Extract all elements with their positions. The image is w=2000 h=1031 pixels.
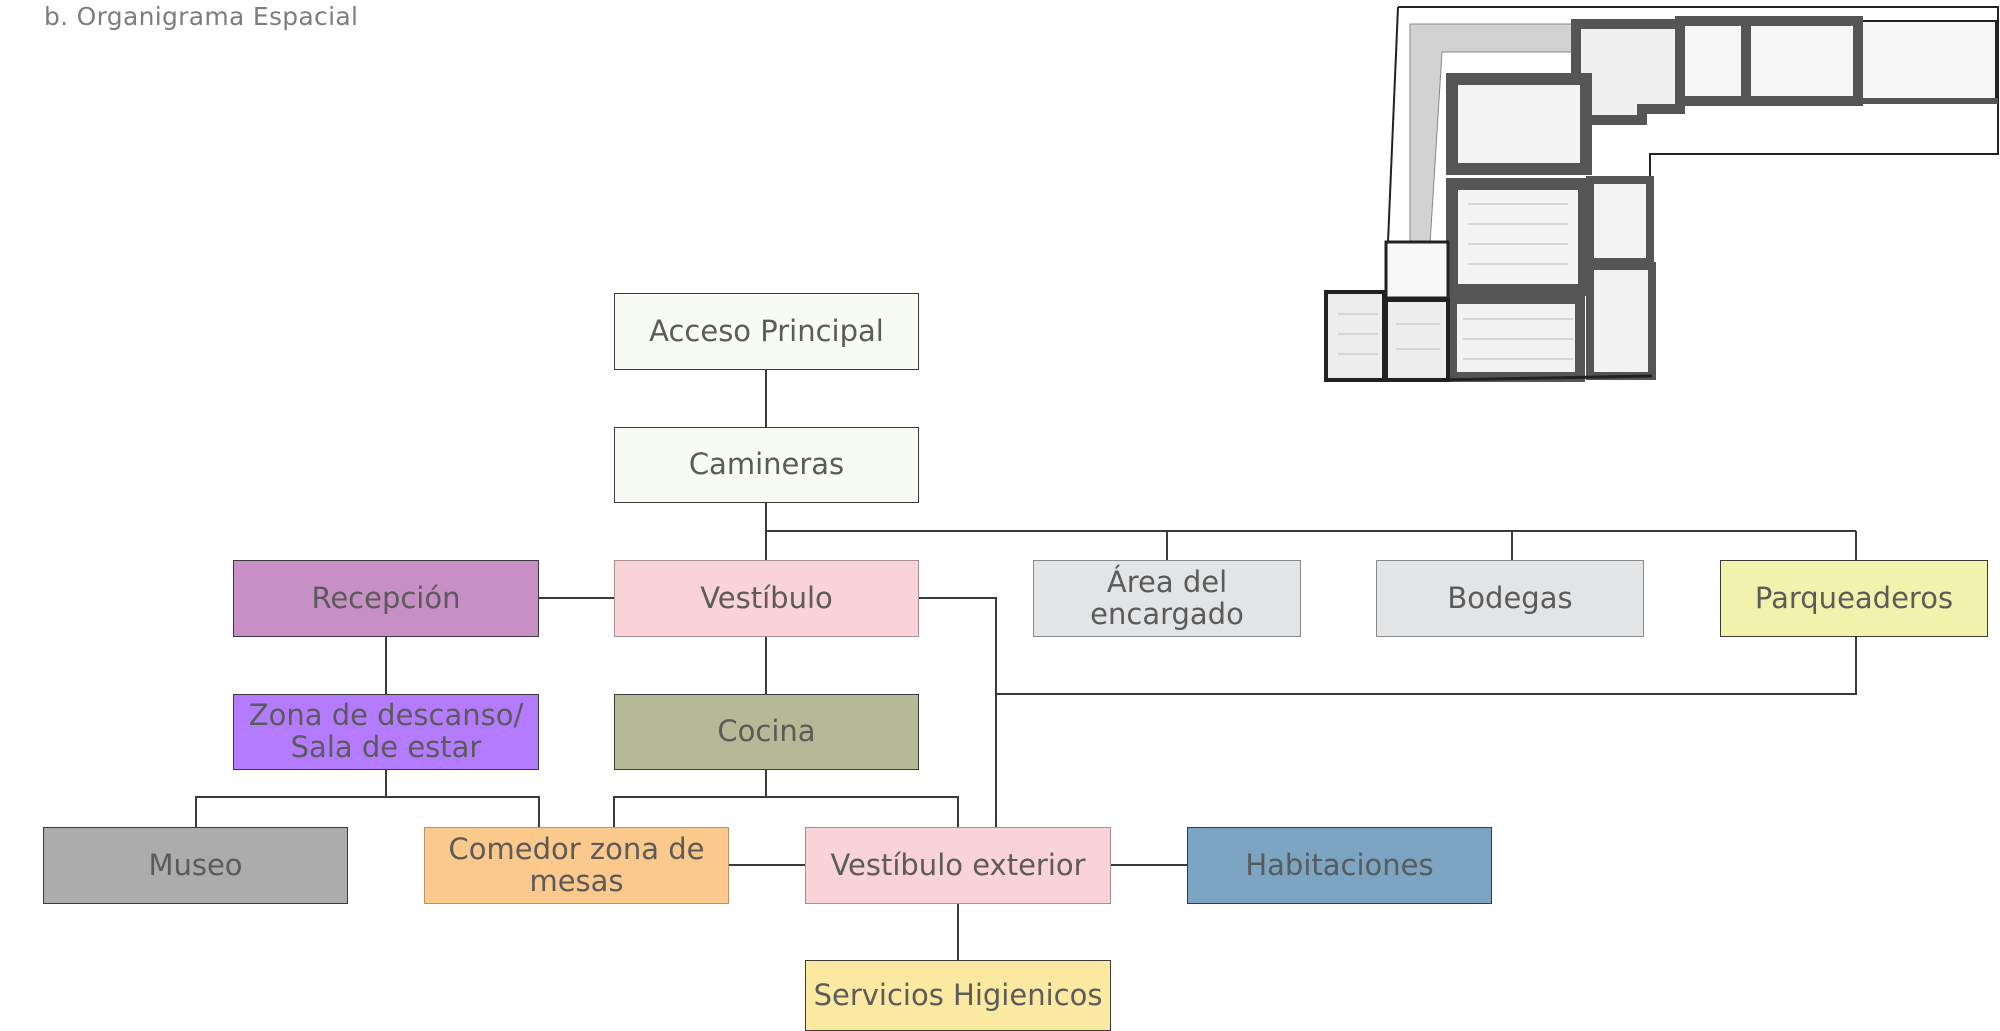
node-vestibulo-label: Vestíbulo [700,580,833,615]
node-servicios-higienicos-label: Servicios Higienicos [813,977,1103,1012]
node-area-encargado: Área del encargado [1033,560,1301,637]
node-vestibulo-exterior-label: Vestíbulo exterior [830,847,1086,882]
node-zona-descanso: Zona de descanso/ Sala de estar [233,694,539,770]
node-acceso-principal-label: Acceso Principal [649,313,884,348]
node-habitaciones-label: Habitaciones [1245,847,1434,882]
node-bodegas-label: Bodegas [1447,580,1573,615]
node-recepcion-label: Recepción [311,580,461,615]
node-acceso-principal: Acceso Principal [614,293,919,370]
node-zona-descanso-label: Zona de descanso/ Sala de estar [248,698,524,764]
node-cocina: Cocina [614,694,919,770]
node-vestibulo: Vestíbulo [614,560,919,637]
node-cocina-label: Cocina [717,714,816,749]
node-bodegas: Bodegas [1376,560,1644,637]
node-comedor: Comedor zona de mesas [424,827,729,904]
node-camineras-label: Camineras [688,447,845,482]
node-camineras: Camineras [614,427,919,503]
node-comedor-label: Comedor zona de mesas [448,831,705,898]
node-museo-label: Museo [148,847,243,882]
node-museo: Museo [43,827,348,904]
node-parqueaderos: Parqueaderos [1720,560,1988,637]
architectural-floor-plan-icon [1324,6,1999,382]
node-vestibulo-exterior: Vestíbulo exterior [805,827,1111,904]
section-caption: b. Organigrama Espacial [44,2,359,31]
node-area-encargado-label: Área del encargado [1090,564,1244,631]
node-habitaciones: Habitaciones [1187,827,1492,904]
node-parqueaderos-label: Parqueaderos [1754,580,1954,615]
node-servicios-higienicos: Servicios Higienicos [805,960,1111,1031]
node-recepcion: Recepción [233,560,539,637]
